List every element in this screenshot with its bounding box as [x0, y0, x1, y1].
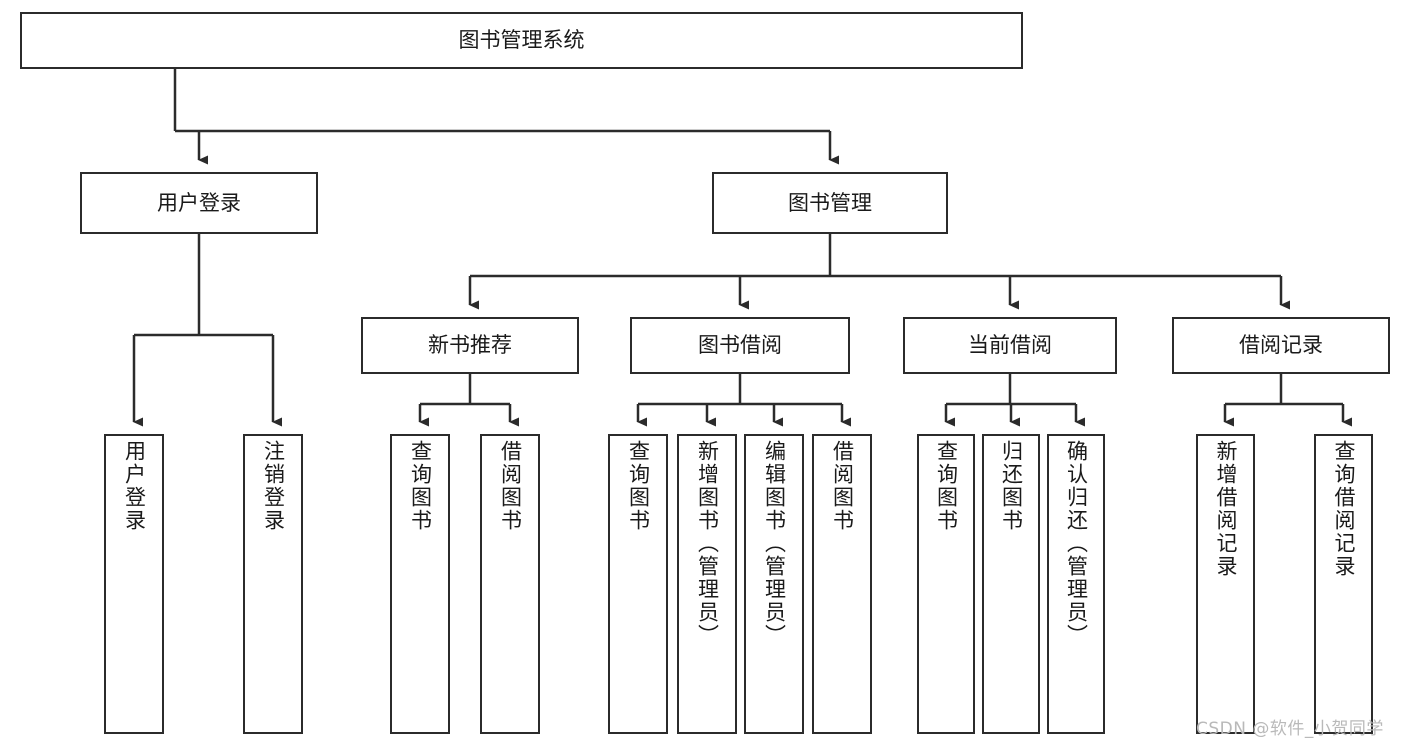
node-borrow-record[interactable]: 借阅记录: [1172, 317, 1390, 374]
node-leaf-query-books-current[interactable]: 查询图书: [917, 434, 975, 734]
node-book-management[interactable]: 图书管理: [712, 172, 948, 234]
node-new-book-recommend[interactable]: 新书推荐: [361, 317, 579, 374]
node-label-leaf-query-books-recommend: 查询图书: [408, 440, 433, 532]
node-current-borrow[interactable]: 当前借阅: [903, 317, 1117, 374]
node-leaf-edit-book-admin[interactable]: 编辑图书（管理员）: [744, 434, 804, 734]
node-label-leaf-add-borrow-record: 新增借阅记录: [1214, 440, 1238, 578]
node-label-leaf-logout-login: 注销登录: [261, 440, 286, 532]
node-leaf-user-login[interactable]: 用户登录: [104, 434, 164, 734]
node-label-user-login: 用户登录: [157, 190, 241, 215]
node-label-leaf-user-login: 用户登录: [122, 440, 147, 532]
node-leaf-confirm-return-admin[interactable]: 确认归还（管理员）: [1047, 434, 1105, 734]
node-root[interactable]: 图书管理系统: [20, 12, 1023, 69]
node-leaf-logout-login[interactable]: 注销登录: [243, 434, 303, 734]
node-label-leaf-confirm-return-admin: 确认归还（管理员）: [1064, 440, 1089, 647]
node-leaf-borrow-books[interactable]: 借阅图书: [812, 434, 872, 734]
node-leaf-query-books-borrow[interactable]: 查询图书: [608, 434, 668, 734]
node-label-current-borrow: 当前借阅: [968, 333, 1052, 358]
node-leaf-query-borrow-record[interactable]: 查询借阅记录: [1314, 434, 1373, 734]
node-label-leaf-add-book-admin: 新增图书（管理员）: [695, 440, 720, 647]
node-leaf-borrow-books-recommend[interactable]: 借阅图书: [480, 434, 540, 734]
node-label-borrow-record: 借阅记录: [1239, 333, 1323, 358]
watermark-csdn: CSDN @软件_小贺同学: [1196, 719, 1384, 739]
node-label-leaf-query-borrow-record: 查询借阅记录: [1332, 440, 1356, 578]
node-label-leaf-query-books-current: 查询图书: [934, 440, 959, 532]
node-user-login[interactable]: 用户登录: [80, 172, 318, 234]
node-label-leaf-return-books: 归还图书: [999, 440, 1024, 532]
node-label-new-book-recommend: 新书推荐: [428, 333, 512, 358]
node-label-root: 图书管理系统: [458, 28, 585, 53]
node-leaf-add-book-admin[interactable]: 新增图书（管理员）: [677, 434, 737, 734]
node-label-leaf-edit-book-admin: 编辑图书（管理员）: [762, 440, 787, 647]
node-book-borrow[interactable]: 图书借阅: [630, 317, 850, 374]
node-label-book-management: 图书管理: [788, 190, 872, 215]
node-label-leaf-query-books-borrow: 查询图书: [626, 440, 651, 532]
node-leaf-query-books-recommend[interactable]: 查询图书: [390, 434, 450, 734]
node-label-book-borrow: 图书借阅: [698, 333, 782, 358]
node-leaf-return-books[interactable]: 归还图书: [982, 434, 1040, 734]
edges-group: [132, 69, 1352, 427]
node-leaf-add-borrow-record[interactable]: 新增借阅记录: [1196, 434, 1255, 734]
node-label-leaf-borrow-books-recommend: 借阅图书: [498, 440, 523, 532]
node-label-leaf-borrow-books: 借阅图书: [830, 440, 855, 532]
